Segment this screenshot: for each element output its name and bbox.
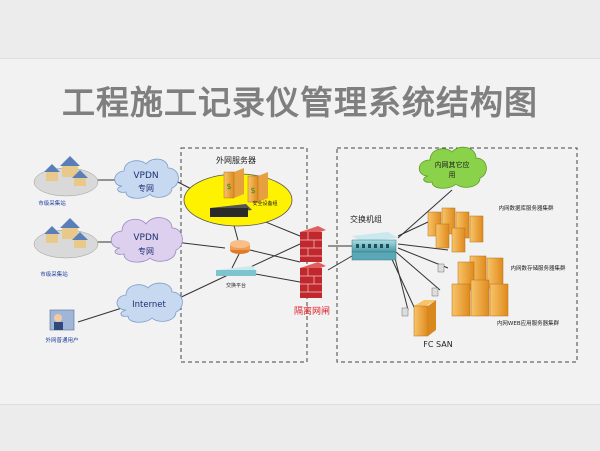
intranet-apps-cloud [418,146,487,189]
firewall-top-icon [300,226,326,262]
web-cluster-label: 内网WEB应用服务器集群 [497,319,560,327]
outer-server-label: 外网服务器 [216,155,256,165]
terminal-icons [401,263,445,317]
db-server-cluster-icon [427,207,484,253]
user-computer-icon [49,309,75,331]
storage-cluster-label: 内网数存储服务器集群 [510,264,566,272]
top-band [0,0,600,59]
intranet-apps-line2: 用 [449,171,456,179]
switch-platform-label: 交换平台 [226,282,246,289]
site2-houses-icon [33,218,99,259]
vpdn1-line2: 专网 [138,183,154,193]
vpdn-cloud-1 [114,158,179,199]
storage-server-cluster-icon [457,255,504,291]
svg-text:$: $ [226,182,231,191]
fc-san-icon [413,300,436,337]
outer-server-icon: $ $ [223,168,268,203]
firewall-bottom-icon [300,262,326,298]
user-label: 外网普通用户 [45,336,78,344]
vpdn2-line2: 专网 [138,246,154,256]
internet-label: Internet [132,300,166,310]
vpdn-cloud-2 [110,217,183,263]
security-device-icon [210,204,252,217]
svg-text:$: $ [250,186,255,195]
fc-san-label: FC SAN [423,340,452,349]
gateway-label: 隔离网闸 [294,305,330,317]
site1-label: 市级采集站 [38,199,66,207]
web-server-cluster-icon [451,279,509,317]
switch-group-label: 交换机组 [350,214,382,224]
security-device-label: 安全设备组 [252,200,277,207]
page-title: 工程施工记录仪管理系统结构图 [62,83,538,122]
vpdn2-line1: VPDN [133,233,158,243]
bottom-band [0,404,600,451]
switch-group-icon [351,232,398,261]
db-cluster-label: 内网数据库服务器集群 [498,204,554,212]
intranet-apps-line1: 内网其它应 [435,160,470,169]
router-icon [230,240,250,254]
vpdn1-line1: VPDN [133,171,158,181]
site1-houses-icon [33,156,99,197]
site2-label: 市级采集站 [40,270,68,278]
switch-platform-icon [216,266,258,276]
internet-cloud [116,282,183,323]
